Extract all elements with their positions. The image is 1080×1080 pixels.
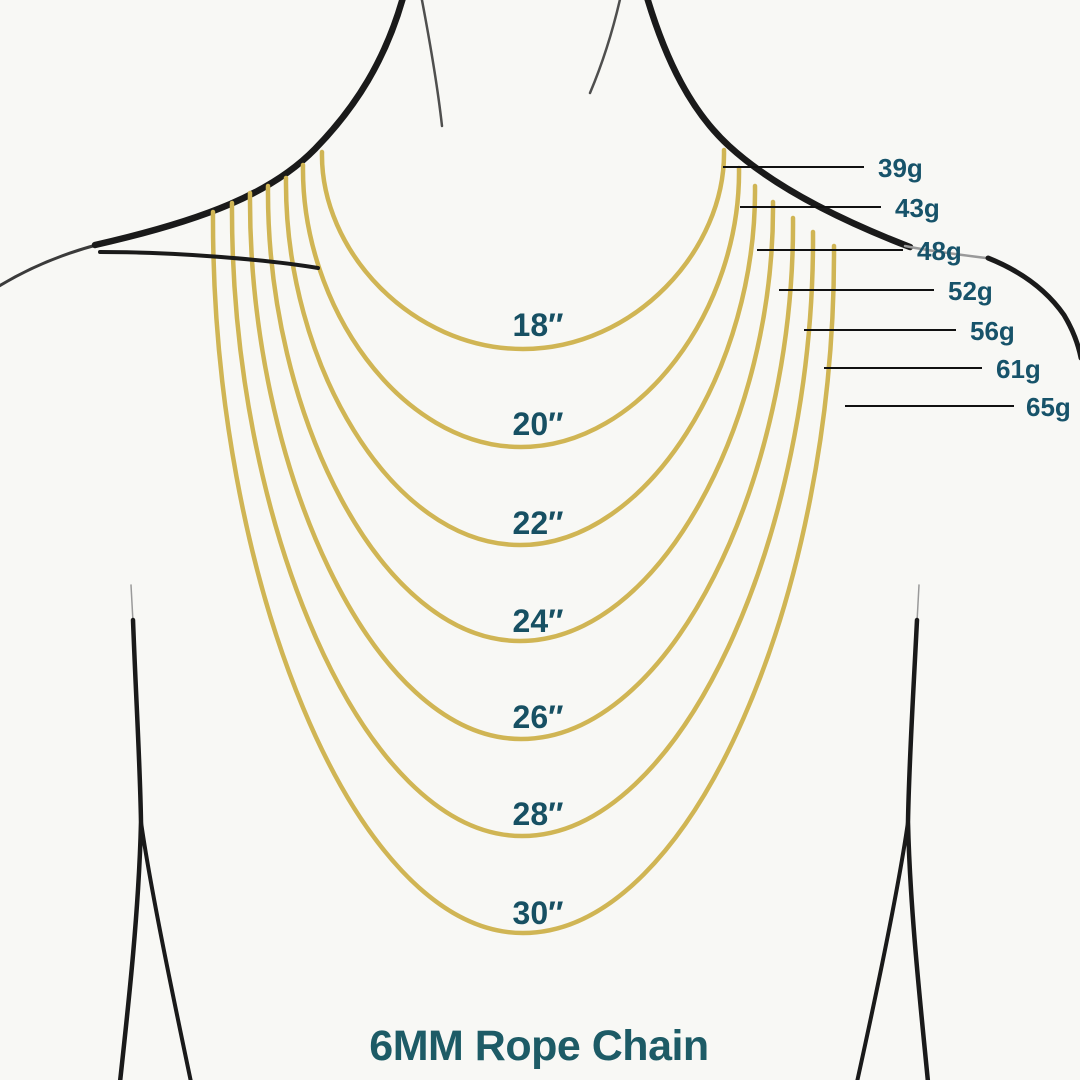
right-shoulder-line [644,0,914,251]
length-label-20in: 20″ [513,406,564,442]
chain-curve-20in [300,162,742,450]
weight-label-39g: 39g [878,153,923,183]
chain-curves [210,147,837,936]
right-deltoid-line [985,255,1080,361]
left-collarbone-line [98,250,320,270]
chain-curve-30in [210,209,837,936]
left-neck-muscle-line [420,0,444,128]
weight-leader-lines [723,166,1014,407]
left-arm-tip-line [130,584,134,623]
length-label-26in: 26″ [513,699,564,735]
length-label-22in: 22″ [513,505,564,541]
chain-curve-26in [247,190,796,742]
length-label-30in: 30″ [513,895,564,931]
right-arm-tip-line [916,584,920,623]
page-title: 6MM Rope Chain [369,1022,708,1070]
right-neck-muscle-line [588,0,622,95]
weight-label-43g: 43g [895,193,940,223]
left-shoulder-line [91,0,406,249]
chain-curve-24in [265,183,776,644]
left-shoulder-tail-line [0,242,102,288]
weight-labels: 39g 43g 48g 52g 56g 61g 65g [878,153,1071,422]
right-arm-line [905,617,931,1080]
weight-label-61g: 61g [996,354,1041,384]
right-chest-side-line [855,820,910,1080]
left-chest-side-line [139,820,193,1080]
left-arm-line [117,617,144,1080]
weight-label-52g: 52g [948,276,993,306]
weight-label-65g: 65g [1026,392,1071,422]
chain-curve-18in [319,147,727,352]
length-label-24in: 24″ [513,603,564,639]
right-shoulder-fade-line [903,244,995,261]
chain-curve-22in [283,175,758,548]
length-label-18in: 18″ [513,307,564,343]
weight-label-48g: 48g [917,236,962,266]
length-label-28in: 28″ [513,796,564,832]
length-labels: 18″ 20″ 22″ 24″ 26″ 28″ 30″ [513,307,564,931]
weight-label-56g: 56g [970,316,1015,346]
chain-curve-28in [229,200,816,839]
